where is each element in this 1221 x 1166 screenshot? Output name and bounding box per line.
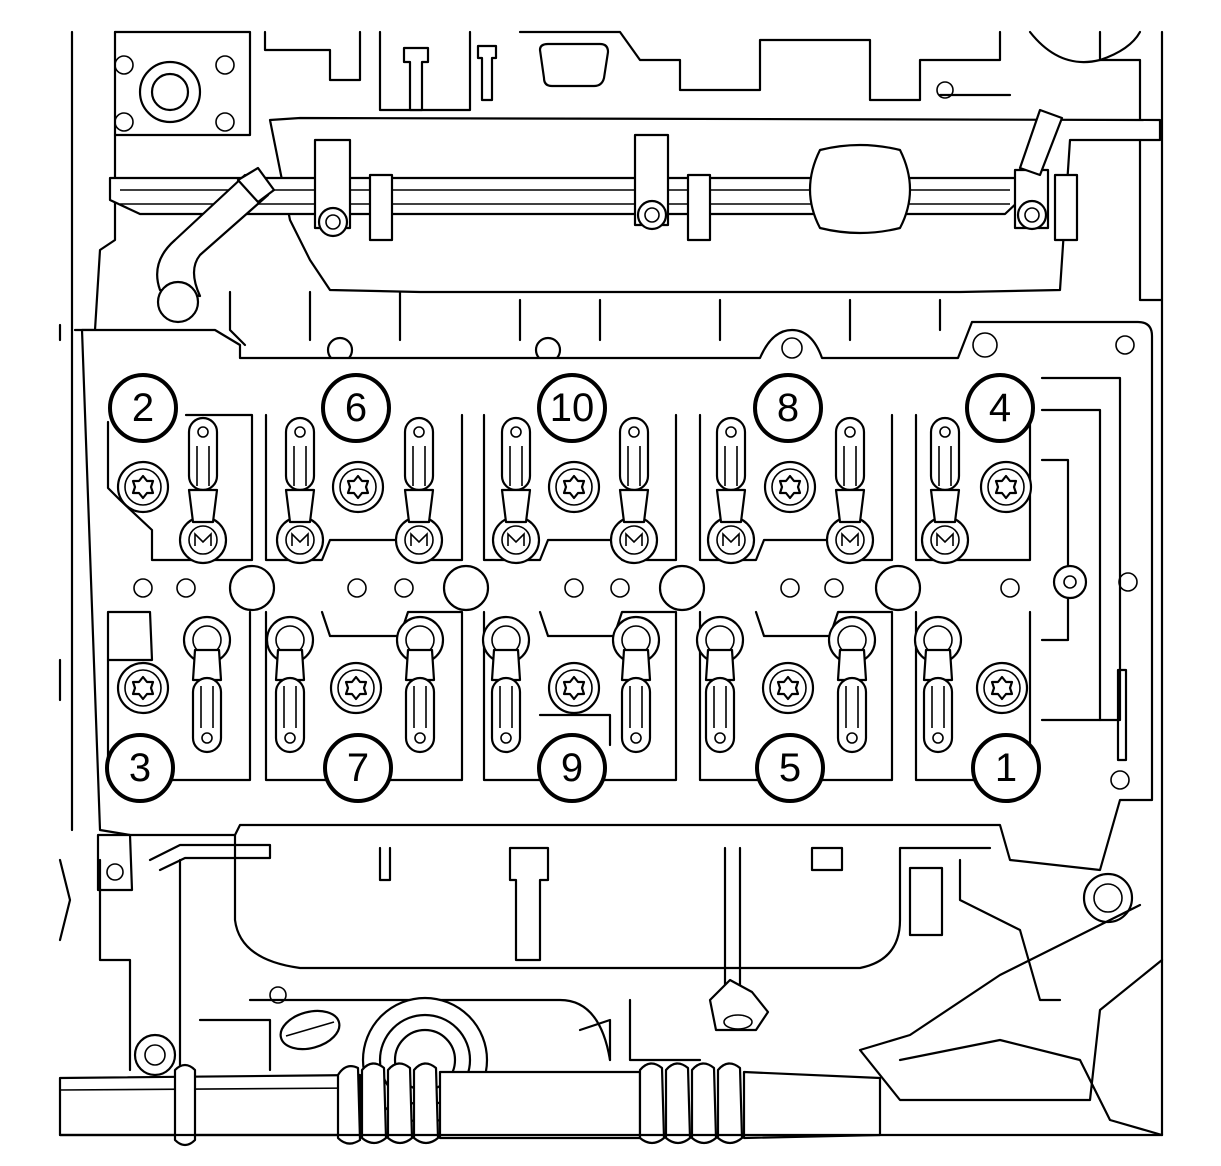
upper-rocker: [178, 416, 228, 565]
head-bolt: [761, 661, 815, 715]
upper-rocker: [706, 416, 756, 565]
head-bolts: [116, 460, 1033, 715]
upper-rocker: [609, 416, 659, 565]
upper-rocker: [394, 416, 444, 565]
head-bolt: [975, 661, 1029, 715]
oil-filler-cap: [279, 1009, 341, 1051]
lower-rocker: [611, 615, 661, 754]
callout-5-label: 5: [779, 746, 801, 790]
callout-7: 7: [323, 733, 393, 803]
upper-rocker: [275, 416, 325, 565]
coolant-hose: [58, 1062, 1164, 1147]
head-bolt: [116, 460, 170, 514]
callout-4: 4: [965, 373, 1035, 443]
callout-2-label: 2: [132, 386, 154, 430]
head-bolt: [331, 460, 385, 514]
callout-2: 2: [108, 373, 178, 443]
upper-rocker: [825, 416, 875, 565]
upper-rockers: [178, 416, 970, 565]
callout-10: 10: [537, 373, 607, 443]
lower-rocker: [182, 615, 232, 754]
callout-5: 5: [755, 733, 825, 803]
head-bolt: [979, 460, 1033, 514]
callout-10-label: 10: [550, 386, 595, 430]
lower-rocker: [913, 615, 963, 754]
intake-ports: [228, 290, 942, 364]
callout-8: 8: [753, 373, 823, 443]
lower-rocker: [695, 615, 745, 754]
callout-3: 3: [105, 733, 175, 803]
lower-rocker: [265, 615, 315, 754]
head-bolt: [116, 661, 170, 715]
callout-3-label: 3: [129, 746, 151, 790]
callout-9: 9: [537, 733, 607, 803]
lower-rocker-pockets: [106, 610, 1032, 782]
head-bolt: [547, 460, 601, 514]
lower-rocker: [827, 615, 877, 754]
lower-rocker: [481, 615, 531, 754]
upper-rocker-pockets: [106, 413, 1032, 562]
callout-7-label: 7: [347, 746, 369, 790]
head-bolt: [547, 661, 601, 715]
callout-1-label: 1: [995, 746, 1017, 790]
engine-outline: [58, 30, 1164, 1137]
callout-8-label: 8: [777, 386, 799, 430]
lower-block: [58, 833, 1164, 1147]
upper-rocker: [920, 416, 970, 565]
callout-1: 1: [971, 733, 1041, 803]
callout-6: 6: [321, 373, 391, 443]
upper-rocker: [491, 416, 541, 565]
lower-rocker: [395, 615, 445, 754]
callout-6-label: 6: [345, 386, 367, 430]
head-bolt: [329, 661, 383, 715]
head-bolt: [763, 460, 817, 514]
cylinder-head: [80, 320, 1154, 872]
fuel-rail: [108, 44, 1162, 324]
callout-4-label: 4: [989, 386, 1011, 430]
lower-rockers: [182, 615, 963, 754]
callout-9-label: 9: [561, 746, 583, 790]
